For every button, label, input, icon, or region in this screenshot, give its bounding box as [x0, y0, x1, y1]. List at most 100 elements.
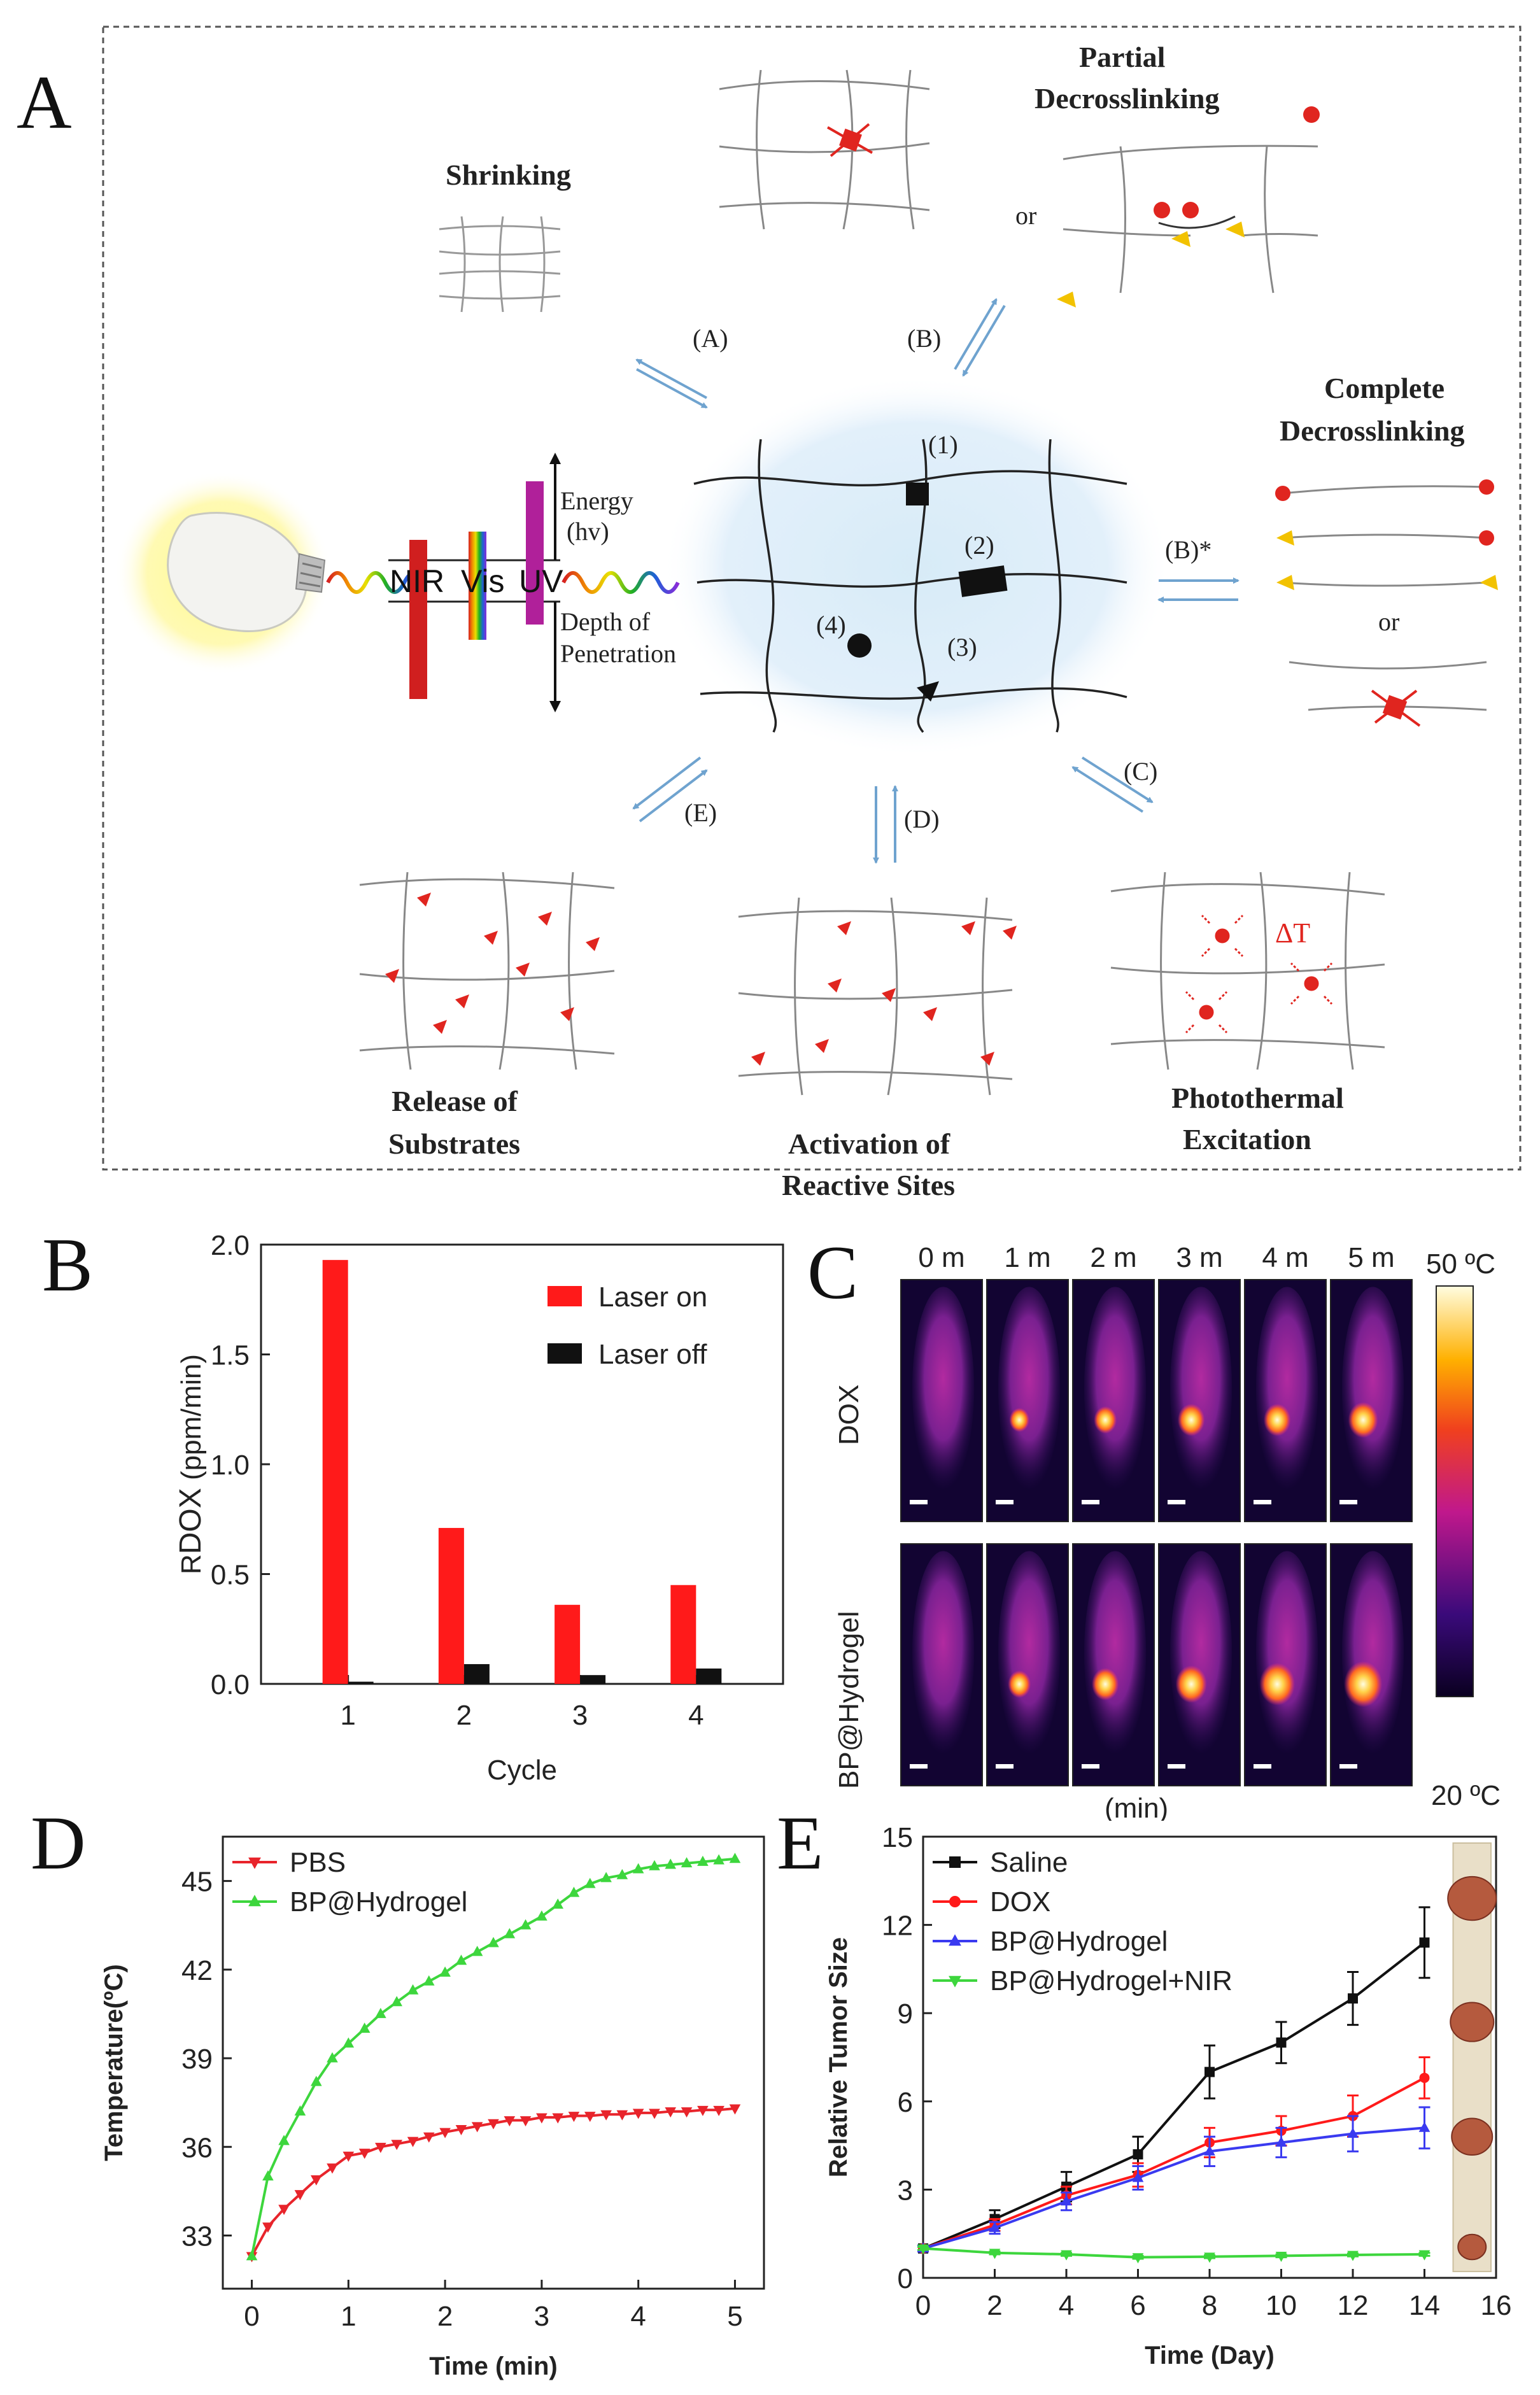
thermal-body [998, 1551, 1061, 1755]
site-2-label: (2) [964, 531, 994, 560]
panel-label-d: D [31, 1800, 86, 1885]
legend-label: BP@Hydrogel [990, 1926, 1168, 1957]
y-tick-label: 0.0 [211, 1669, 250, 1700]
temperature-scale-bar [1436, 1285, 1474, 1697]
data-point [600, 1872, 612, 1883]
x-axis-label: Time (Day) [1145, 2342, 1275, 2370]
scale-bar [996, 1764, 1014, 1769]
thermal-body [998, 1287, 1061, 1490]
cleaved-end-icon [1057, 292, 1076, 307]
y-tick-label: 0.5 [211, 1560, 250, 1591]
x-tick-label: 14 [1409, 2290, 1440, 2321]
light-wave-right [562, 571, 680, 594]
partial-or: or [1015, 201, 1036, 230]
x-tick-label: 4 [630, 2301, 646, 2332]
series-line-2 [922, 2126, 1425, 2250]
activation-title-2: Reactive Sites [782, 1169, 955, 1197]
panel-label-b: B [42, 1222, 94, 1307]
data-point [488, 1937, 499, 1947]
legend-marker [949, 1896, 961, 1907]
complete-strands [1282, 485, 1487, 711]
x-tick-label: 0 [915, 2290, 931, 2321]
data-point [681, 1857, 693, 1868]
data-point [504, 1928, 516, 1939]
site-4-dot [847, 633, 872, 658]
x-tick-label: 8 [1202, 2290, 1217, 2321]
light-wave-left [326, 571, 425, 594]
y-tick-label: 2.0 [211, 1230, 250, 1261]
cleaved-end-icon [1226, 222, 1245, 237]
data-point [1347, 2128, 1359, 2138]
bar-laser-off [696, 1668, 722, 1684]
tumor-sample [1451, 2117, 1494, 2156]
data-point [1061, 2195, 1072, 2206]
scale-bar [996, 1500, 1014, 1504]
bar-laser-off [348, 1681, 374, 1684]
data-point [1419, 2072, 1430, 2083]
y-tick-label: 12 [882, 1911, 913, 1942]
legend-label: BP@Hydrogel [290, 1886, 467, 1918]
uv-bar [526, 481, 544, 625]
thermal-hotspot [1092, 1667, 1119, 1700]
data-point [649, 2109, 660, 2119]
x-axis-label: Cycle [487, 1755, 557, 1786]
x-tick-label: 2 [987, 2290, 1002, 2321]
scale-bar [1254, 1764, 1271, 1769]
legend-label: Laser on [598, 1282, 707, 1313]
thermal-hotspot [1344, 1661, 1383, 1707]
depth-label: Depth of [560, 607, 651, 636]
data-point [278, 2205, 290, 2215]
scale-bar [910, 1764, 928, 1769]
site-3-triangle [917, 681, 939, 702]
data-point [423, 2132, 435, 2143]
vis-label: Vis [461, 563, 505, 599]
data-point [471, 2122, 483, 2133]
reactive-site-markers [751, 921, 1017, 1066]
penetration-label: Penetration [560, 639, 676, 668]
uv-label: UV [519, 563, 563, 599]
data-point [552, 2113, 564, 2124]
thermal-hotspot [1348, 1402, 1378, 1438]
row-label-bp: BP@Hydrogel [833, 1611, 865, 1789]
path-b-label: (B) [907, 324, 941, 353]
heat-source-icon [1185, 914, 1333, 1034]
data-point [584, 2112, 596, 2123]
data-point [665, 2107, 677, 2118]
data-point [294, 2105, 306, 2116]
data-point [681, 2107, 693, 2118]
photothermal-title-1: Photothermal [1171, 1082, 1344, 1114]
legend-marker [949, 1975, 961, 1988]
cleaved-end-icon [1182, 202, 1199, 218]
bar-laser-on [322, 1260, 348, 1684]
data-point [519, 1919, 532, 1930]
legend-label: DOX [990, 1886, 1050, 1918]
data-point [917, 2244, 929, 2255]
thermal-hotspot [1259, 1663, 1295, 1706]
data-point [729, 1853, 741, 1863]
photothermal-network [1110, 872, 1385, 1070]
data-point [536, 2113, 547, 2124]
cleaved-end-icon [1303, 106, 1320, 123]
transition-arrows [632, 298, 1240, 864]
thermal-body [1341, 1551, 1404, 1755]
tumor-sample [1447, 1876, 1497, 1921]
release-title-2: Substrates [388, 1127, 520, 1160]
y-tick-label: 0 [898, 2263, 913, 2294]
scale-bar [1339, 1764, 1357, 1769]
thermal-hotspot [1008, 1670, 1031, 1698]
complete-title-2: Decrosslinking [1280, 414, 1465, 447]
y-tick-label: 33 [181, 2221, 213, 2252]
partial-title-2: Decrosslinking [1035, 82, 1220, 115]
y-tick-label: 39 [181, 2044, 213, 2075]
x-tick-label: 5 [727, 2301, 742, 2332]
data-point [343, 2151, 355, 2162]
cleaved-end-icon [1171, 231, 1190, 247]
thermal-body [1084, 1551, 1147, 1755]
data-point [536, 1910, 547, 1921]
thermal-body [912, 1287, 975, 1490]
bar-laser-on [438, 1528, 464, 1684]
thermal-body [912, 1551, 975, 1755]
y-tick-label: 3 [898, 2175, 913, 2206]
chart-d-frame [222, 1835, 765, 2290]
